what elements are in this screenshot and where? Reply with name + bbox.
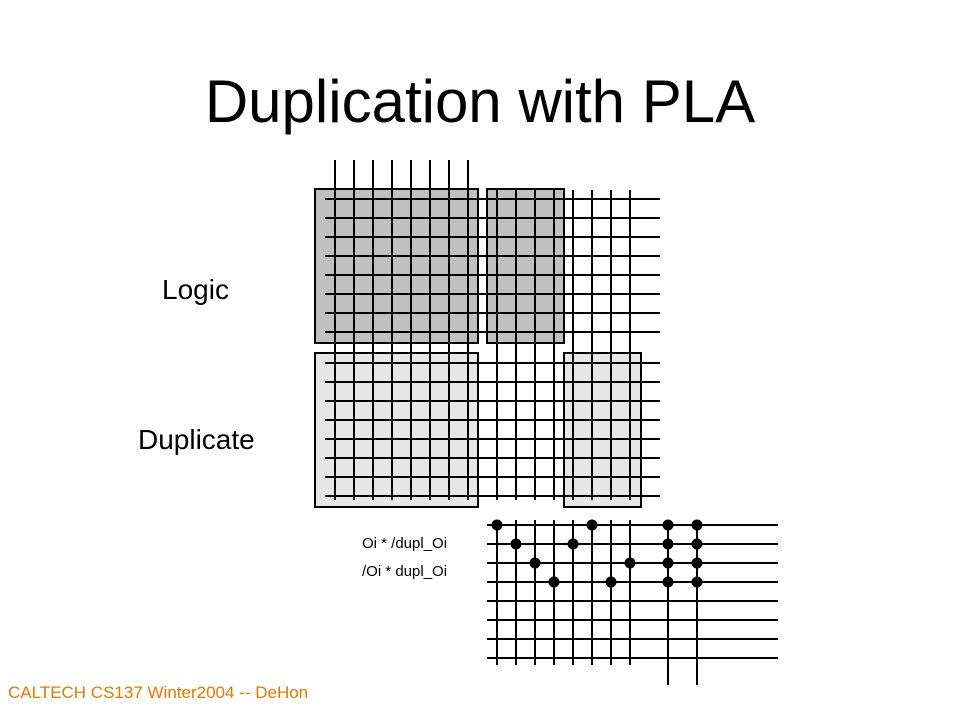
connection-dot (691, 557, 703, 569)
connection-dot (691, 538, 703, 550)
connection-dot (510, 538, 522, 550)
connection-dot (605, 576, 617, 588)
logic-and-plane-box (314, 188, 479, 344)
connection-dot (691, 519, 703, 531)
duplicate-label: Duplicate (138, 424, 255, 455)
duplicate-or-plane-box (563, 352, 642, 508)
connection-dot (586, 519, 598, 531)
connection-dot (548, 576, 560, 588)
connection-dot (624, 557, 636, 569)
product-term-label-1: Oi * /dupl_Oi (362, 535, 448, 552)
duplicate-and-plane-box (314, 352, 479, 508)
logic-label: Logic (162, 274, 229, 305)
connection-dot (491, 519, 503, 531)
connection-dot (662, 538, 674, 550)
logic-or-plane-box (486, 188, 565, 344)
product-term-label-2: /Oi * dupl_Oi (362, 563, 448, 580)
connection-dot (662, 519, 674, 531)
connection-dot (567, 538, 579, 550)
connection-dot (529, 557, 541, 569)
slide-title: Duplication with PLA (204, 68, 756, 135)
pla-connection-dots (491, 519, 703, 588)
connection-dot (662, 576, 674, 588)
footer-credit: CALTECH CS137 Winter2004 -- DeHon (8, 683, 309, 702)
connection-dot (691, 576, 703, 588)
connection-dot (662, 557, 674, 569)
pla-grid-lines (325, 160, 778, 685)
